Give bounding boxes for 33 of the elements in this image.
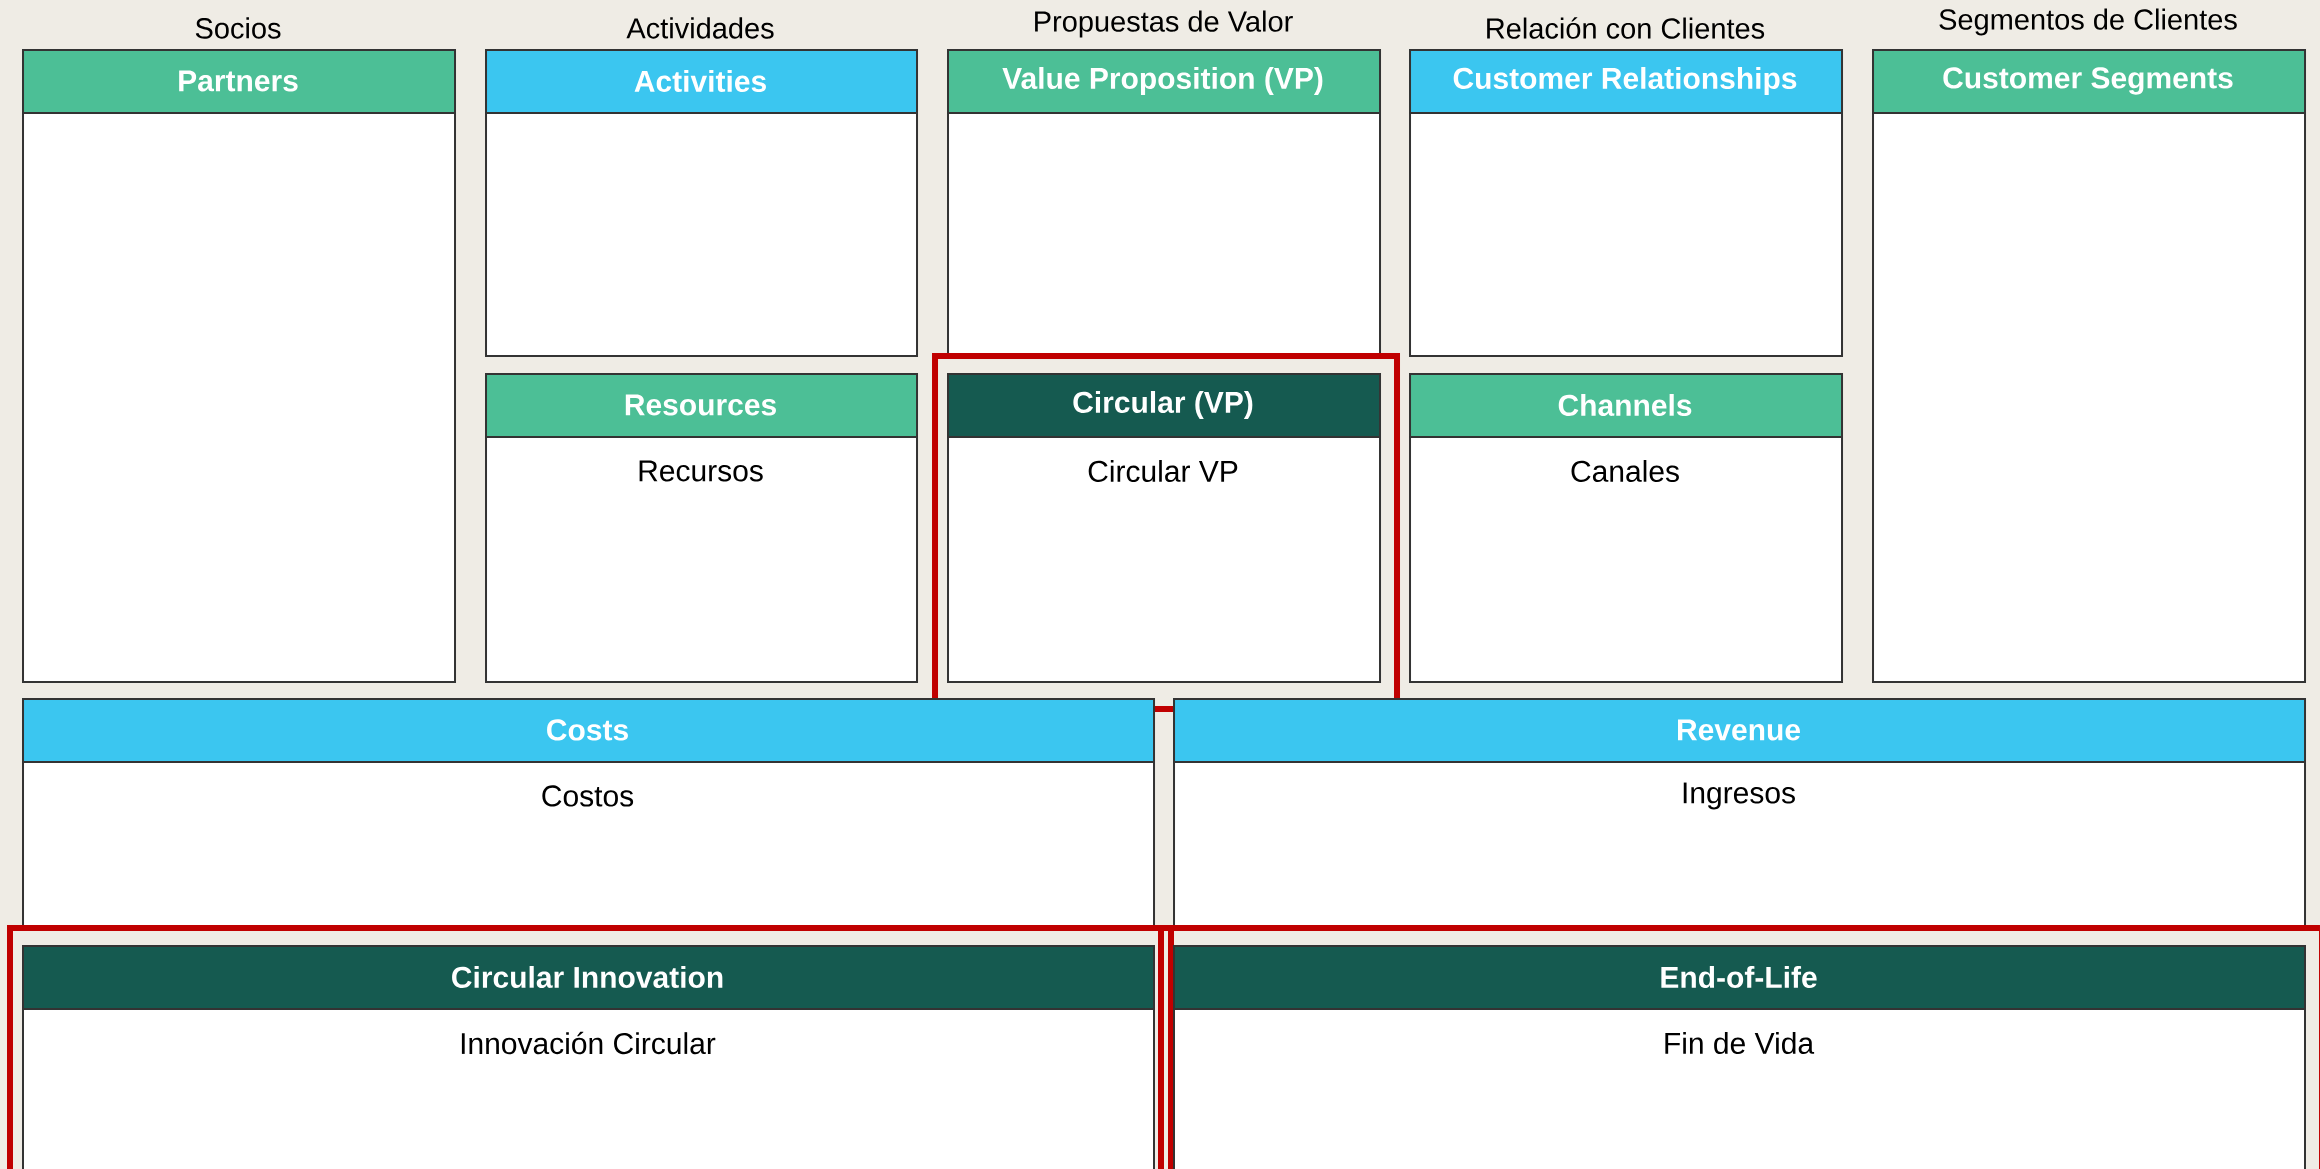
box-text: Costos	[542, 785, 634, 807]
box-header: Value Proposition (VP)	[1002, 67, 1323, 95]
box-header: End-of-Life	[1661, 966, 1817, 988]
box-header: Revenue	[1678, 719, 1800, 741]
box-text: Circular VP	[1088, 460, 1238, 482]
column-label: Socios	[195, 17, 281, 39]
box-header: Partners	[179, 70, 298, 92]
canvas-box	[1408, 373, 1843, 683]
column-label: Actividades	[626, 17, 774, 39]
column-label: Segmentos de Clientes	[1939, 8, 2237, 36]
box-text: Ingresos	[1683, 782, 1795, 810]
box-header: Customer Relationships	[1453, 67, 1797, 95]
box-header: Customer Segments	[1943, 67, 2233, 95]
canvas-box	[1408, 49, 1843, 357]
canvas-box	[1172, 698, 2306, 927]
column-label: Propuestas de Valor	[1035, 10, 1293, 38]
canvas-box	[21, 698, 1155, 927]
column-label: Relación con Clientes	[1487, 17, 1765, 39]
canvas-box	[484, 373, 918, 683]
box-header: Channels	[1558, 394, 1692, 416]
canvas-box	[21, 49, 456, 683]
box-text: Fin de Vida	[1665, 1032, 1815, 1054]
box-text: Innovación Circular	[461, 1031, 716, 1055]
box-header: Costs	[547, 719, 628, 741]
box-text: Canales	[1571, 460, 1679, 482]
canvas-box	[1871, 49, 2306, 683]
box-header: Activities	[634, 70, 766, 92]
box-header: Circular Innovation	[452, 966, 723, 988]
box-header: Circular (VP)	[1073, 391, 1253, 419]
canvas-box	[484, 49, 918, 357]
canvas-box	[946, 373, 1381, 683]
box-text: Recursos	[639, 460, 763, 482]
box-header: Resources	[625, 394, 776, 416]
